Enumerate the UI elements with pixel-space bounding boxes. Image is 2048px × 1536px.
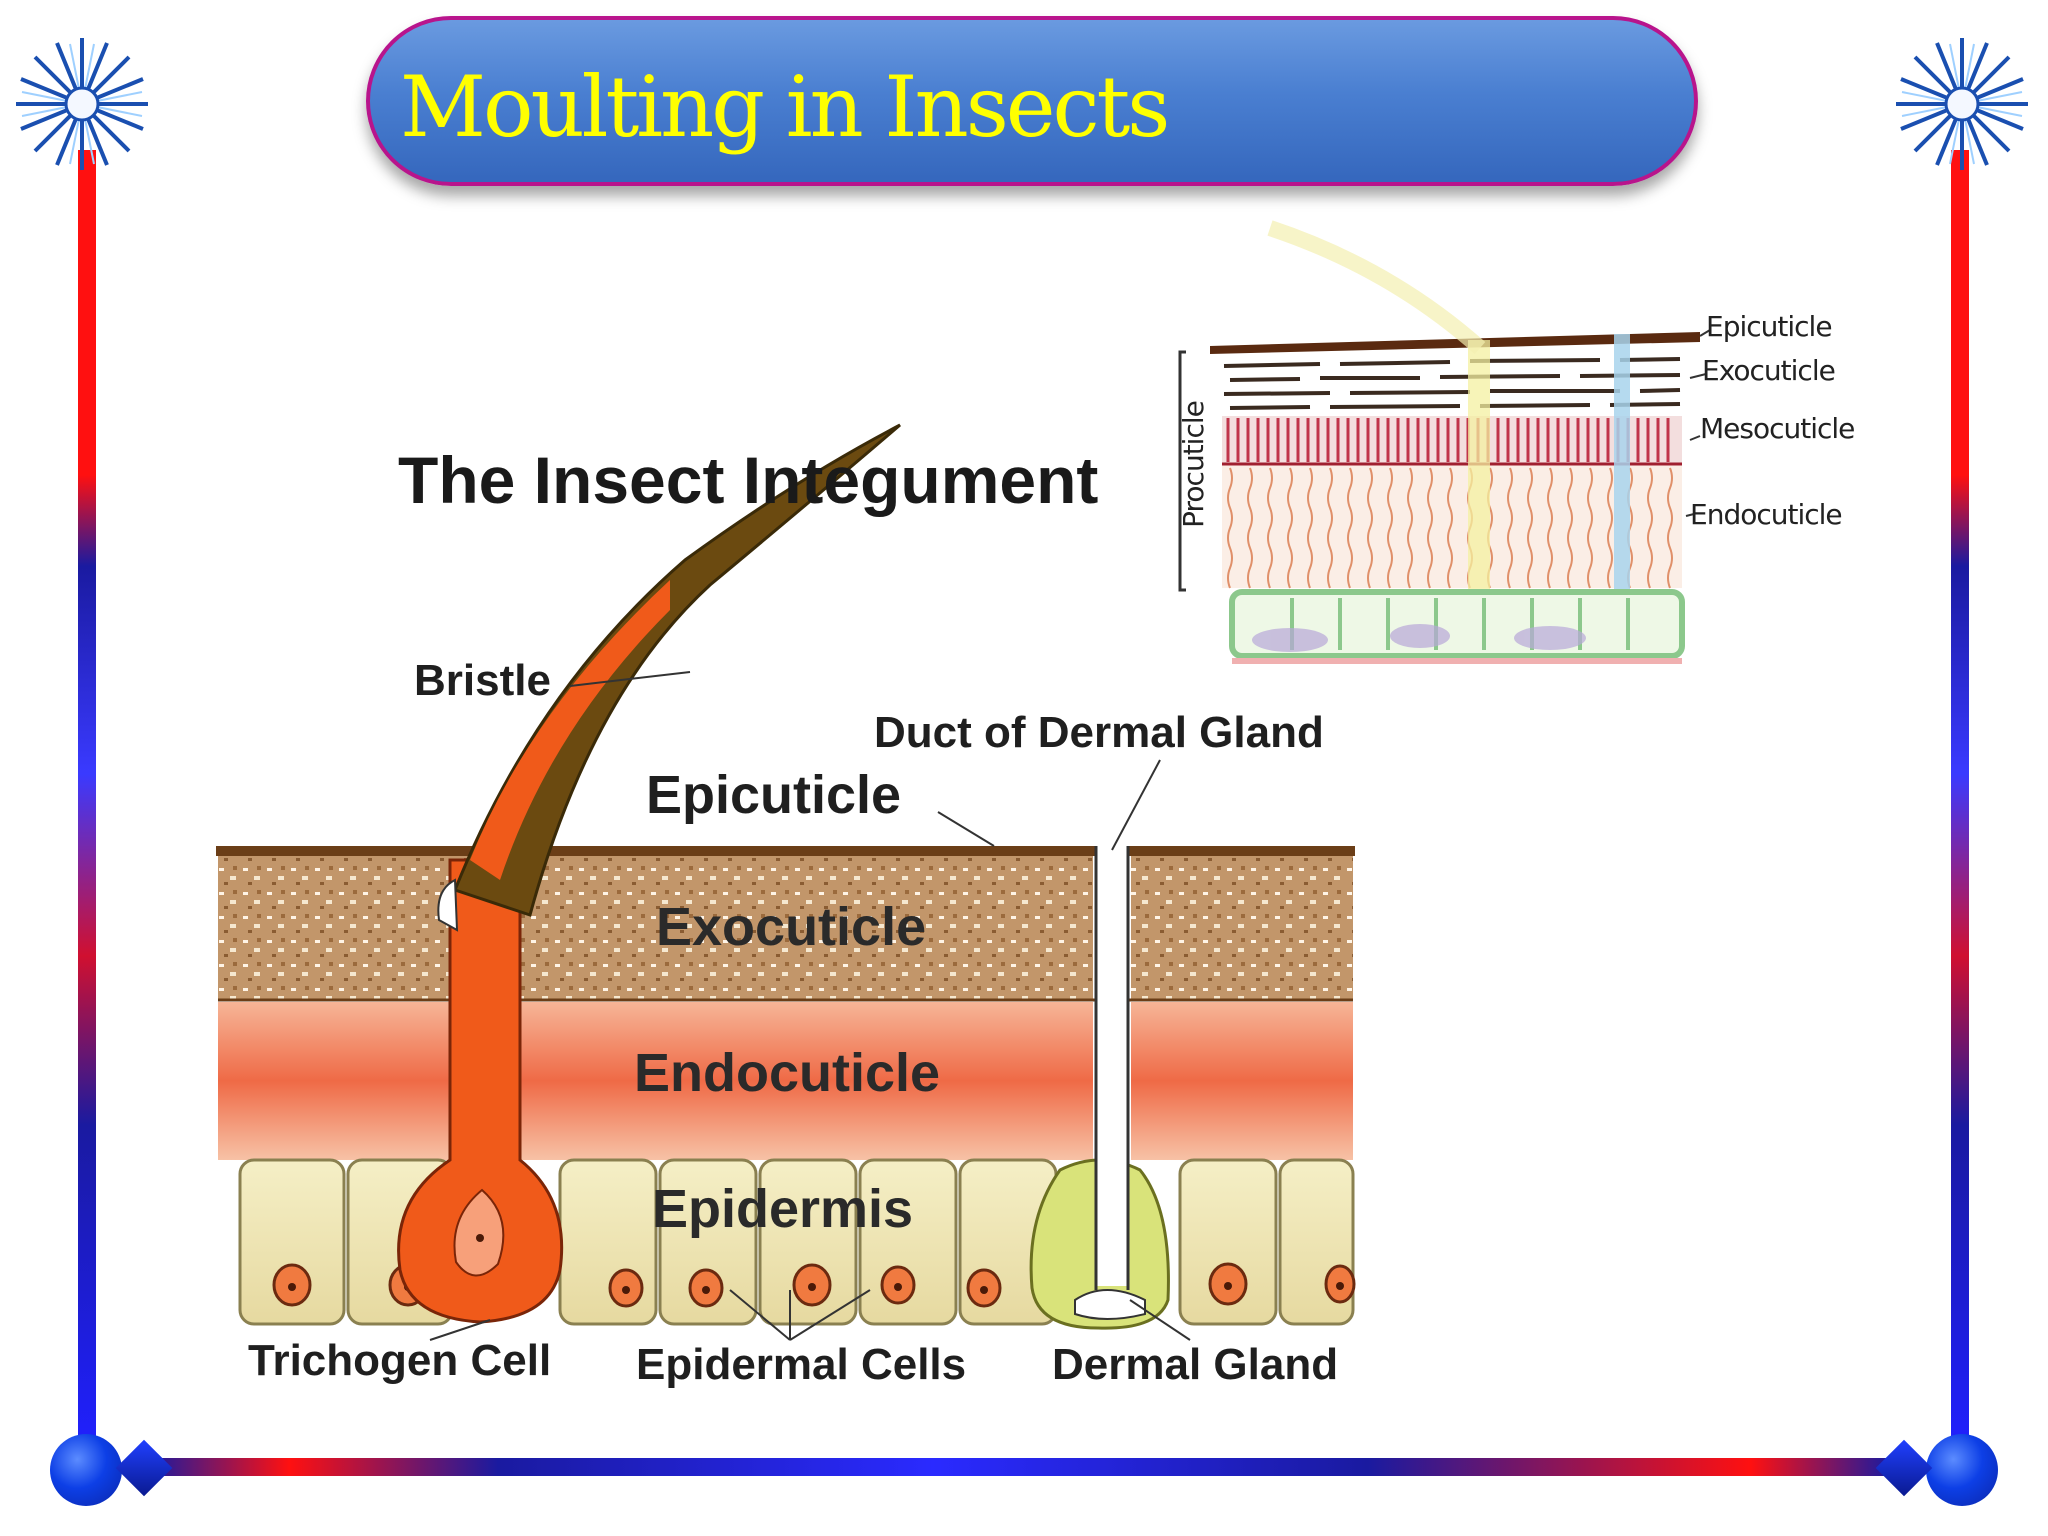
inset-label-endocuticle: Endocuticle — [1690, 498, 1843, 531]
left-starburst-icon — [16, 38, 148, 170]
label-dermal-gland: Dermal Gland — [1052, 1340, 1339, 1389]
trichogen-leader — [429, 1319, 491, 1341]
label-duct-of-dermal-gland: Duct of Dermal Gland — [874, 708, 1324, 757]
left-corner-ball — [50, 1434, 122, 1506]
label-epidermis: Epidermis — [652, 1179, 914, 1239]
label-epicuticle: Epicuticle — [646, 765, 902, 825]
inset-label-mesocuticle: Mesocuticle — [1700, 412, 1855, 445]
diagram-title: The Insect Integument — [398, 443, 1099, 517]
inset-label-exocuticle: Exocuticle — [1702, 354, 1836, 387]
exocuticle-layer-right — [1131, 850, 1353, 1000]
right-corner-ball — [1926, 1434, 1998, 1506]
bottom-frame-bar — [150, 1458, 1890, 1476]
inset-label-epicuticle: Epicuticle — [1706, 310, 1833, 343]
dermal-gland-duct — [1096, 846, 1128, 1286]
slide-title: Moulting in Insects — [400, 58, 1170, 156]
label-endocuticle: Endocuticle — [634, 1043, 941, 1103]
epicuticle-layer — [216, 846, 1096, 856]
bristle-leader — [569, 671, 691, 687]
label-trichogen-cell: Trichogen Cell — [248, 1336, 552, 1385]
endocuticle-layer — [218, 1002, 1093, 1160]
right-frame-pillar — [1951, 150, 1969, 1450]
label-bristle: Bristle — [414, 656, 551, 705]
inset-epicuticle — [1210, 332, 1700, 354]
title-banner — [366, 16, 1698, 186]
label-exocuticle: Exocuticle — [656, 897, 927, 957]
inset-label-procuticle: Procuticle — [1176, 401, 1210, 528]
epidermal-cells-leader — [729, 1289, 871, 1341]
bristle — [453, 423, 901, 917]
right-starburst-icon — [1896, 38, 2028, 170]
exocuticle-layer — [218, 850, 1093, 1000]
left-frame-pillar — [78, 150, 96, 1450]
endocuticle-layer-right — [1131, 1002, 1353, 1160]
label-epidermal-cells: Epidermal Cells — [636, 1340, 967, 1389]
dermal-gland-leader — [1129, 1299, 1191, 1341]
duct-leader — [1111, 759, 1161, 851]
epicuticle-layer-right — [1129, 846, 1355, 856]
epicuticle-leader — [937, 811, 995, 847]
inset-mesocuticle — [1222, 416, 1682, 464]
